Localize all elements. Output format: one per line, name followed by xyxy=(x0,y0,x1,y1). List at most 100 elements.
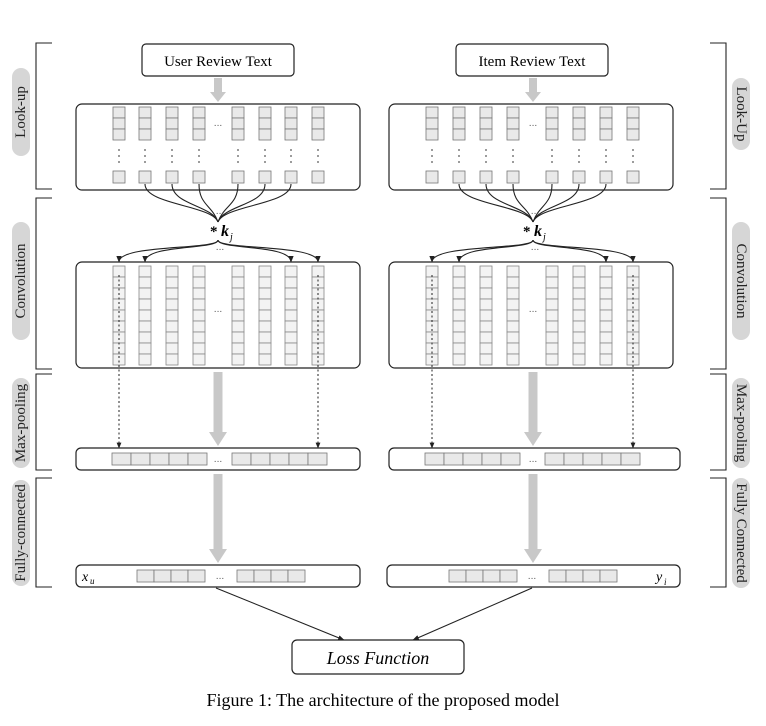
user-conv-cell xyxy=(138,320,152,333)
item-fc-cell xyxy=(582,569,601,583)
item-kernel-dots-bottom: ... xyxy=(531,243,540,253)
user-pool-cell xyxy=(149,452,170,466)
user-fc-cell xyxy=(287,569,306,583)
svg-text:k: k xyxy=(221,223,229,240)
item-lookup-bottom-cell xyxy=(425,170,439,184)
user-lookup-bottom-cell xyxy=(311,170,325,184)
user-lookup-top-cell xyxy=(138,128,152,141)
left-label-lookup: Look-up xyxy=(13,86,29,138)
user-lookup-vdot xyxy=(237,161,239,163)
user-conv-cell xyxy=(258,287,272,300)
user-lookup-top-cell xyxy=(165,117,179,130)
user-pool-cell xyxy=(130,452,151,466)
svg-text:u: u xyxy=(90,576,95,586)
item-conv-cell xyxy=(452,265,466,278)
item-pool-cell xyxy=(481,452,502,466)
item-conv-cell xyxy=(506,342,520,355)
item-lookup-top-cell xyxy=(425,117,439,130)
item-conv-cell xyxy=(479,342,493,355)
item-lookup-vdot xyxy=(551,155,553,157)
item-conv-cell xyxy=(506,309,520,322)
user-lookup-top-cell xyxy=(284,128,298,141)
item-conv-cell xyxy=(572,331,586,344)
item-lookup-to-kernel-curve xyxy=(458,183,534,223)
user-conv-cell xyxy=(284,309,298,322)
item-pool-cell xyxy=(424,452,445,466)
item-conv-cell xyxy=(572,265,586,278)
user-lookup-top-cell xyxy=(311,128,325,141)
item-conv-ellipsis: ... xyxy=(529,305,538,315)
item-conv-cell xyxy=(452,298,466,311)
item-conv-cell xyxy=(599,287,613,300)
user-lookup-top-cell xyxy=(231,117,245,130)
user-lookup-top-cell xyxy=(138,117,152,130)
user-conv-cell xyxy=(258,342,272,355)
user-lookup-top-cell xyxy=(231,128,245,141)
item-conv-cell xyxy=(545,309,559,322)
item-pool-cell xyxy=(582,452,603,466)
user-kernel-dots-bottom: ... xyxy=(216,243,225,253)
item-review-text-box: Item Review Text xyxy=(455,43,609,77)
user-conv-cell xyxy=(165,331,179,344)
item-lookup-top-cell xyxy=(545,128,559,141)
left-label-convolution: Convolution xyxy=(13,243,29,319)
item-lookup-top-cell xyxy=(479,128,493,141)
right-stage-brackets xyxy=(710,42,727,588)
user-kernel-to-conv-curve xyxy=(116,239,219,263)
item-conv-cell xyxy=(506,298,520,311)
user-conv-cell xyxy=(192,287,206,300)
item-conv-cell xyxy=(572,287,586,300)
user-conv-cell xyxy=(284,276,298,289)
item-lookup-vdot xyxy=(458,155,460,157)
left-label-fully-connected: Fully-connected xyxy=(13,484,29,582)
item-kernel-label: * k j xyxy=(523,223,546,243)
left-label-maxpooling: Max-pooling xyxy=(13,383,29,462)
user-conv-cell xyxy=(231,276,245,289)
item-conv-cell xyxy=(425,353,439,366)
user-lookup-top-cell xyxy=(112,117,126,130)
user-lookup-bottom-cell xyxy=(192,170,206,184)
user-fc-cell xyxy=(187,569,206,583)
item-pool-cell xyxy=(443,452,464,466)
user-kernel-dots-top: ... xyxy=(216,207,225,217)
generated-structure: .................................... xyxy=(111,78,641,583)
item-lookup-top-cell xyxy=(479,106,493,119)
user-lookup-top-cell xyxy=(165,128,179,141)
item-conv-cell xyxy=(452,320,466,333)
item-lookup-top-cell xyxy=(572,117,586,130)
user-lookup-vdot xyxy=(171,149,173,151)
item-conv-cell xyxy=(545,331,559,344)
user-lookup-vdot xyxy=(198,161,200,163)
item-lookup-top-cell xyxy=(626,106,640,119)
user-lookup-top-cell xyxy=(284,106,298,119)
user-conv-cell xyxy=(284,287,298,300)
user-conv-cell xyxy=(138,331,152,344)
item-conv-cell xyxy=(452,353,466,366)
user-conv-cell xyxy=(138,287,152,300)
user-pool-cell xyxy=(187,452,208,466)
user-fc-cell xyxy=(236,569,255,583)
user-fc-cell xyxy=(170,569,189,583)
item-lookup-vdot xyxy=(632,161,634,163)
user-lookup-vdot xyxy=(317,149,319,151)
user-kernel-label: * k j xyxy=(210,223,233,243)
user-lookup-vdot xyxy=(171,155,173,157)
item-lookup-bottom-cell xyxy=(545,170,559,184)
left-stage-labels: Look-up Convolution Max-pooling Fully-co… xyxy=(12,68,30,586)
item-conv-cell xyxy=(626,276,640,289)
user-conv-cell xyxy=(165,276,179,289)
item-pool-cell xyxy=(462,452,483,466)
item-conv-cell xyxy=(452,287,466,300)
item-lookup-vdot xyxy=(458,161,460,163)
item-conv-cell xyxy=(479,309,493,322)
item-lookup-top-cell xyxy=(452,117,466,130)
user-conv-cell xyxy=(231,353,245,366)
user-lookup-top-cell xyxy=(311,117,325,130)
item-lookup-top-cell xyxy=(599,106,613,119)
user-pool-cell xyxy=(307,452,328,466)
item-lookup-top-cell xyxy=(545,106,559,119)
item-conv-cell xyxy=(479,276,493,289)
item-conv-cell xyxy=(506,331,520,344)
user-conv-cell xyxy=(192,309,206,322)
item-pool-cell xyxy=(563,452,584,466)
